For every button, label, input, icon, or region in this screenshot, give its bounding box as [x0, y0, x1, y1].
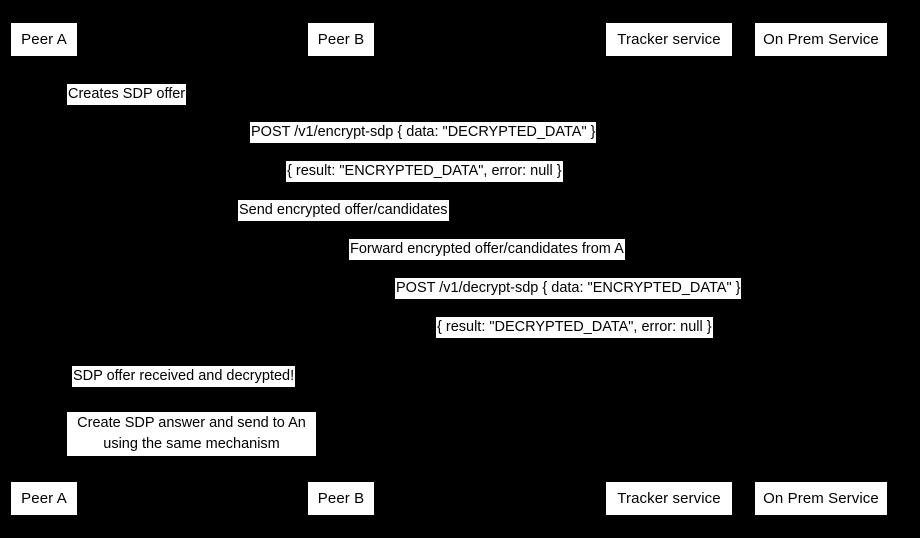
lifeline-tracker-service [669, 57, 670, 481]
message-text-6: POST /v1/decrypt-sdp { data: "ENCRYPTED_… [396, 280, 741, 296]
message-text-9-line2: using the same mechanism [103, 436, 280, 452]
participant-footer-peer-b-label: Peer B [317, 490, 365, 507]
message-text-9-line1: Create SDP answer and send to An [77, 415, 306, 431]
participant-footer-tracker-service-label: Tracker service [617, 490, 721, 507]
lifeline-peer-a [44, 57, 45, 481]
message-label-post-decrypt-sdp[interactable]: POST /v1/decrypt-sdp { data: "ENCRYPTED_… [395, 278, 742, 299]
participant-header-peer-a[interactable]: Peer A [10, 22, 78, 57]
participant-footer-on-prem-service[interactable]: On Prem Service [754, 481, 888, 516]
message-text-8: SDP offer received and decrypted! [73, 368, 295, 384]
participant-header-on-prem-service-label: On Prem Service [763, 31, 879, 48]
participant-header-peer-a-label: Peer A [21, 31, 67, 48]
lifeline-peer-b [341, 57, 342, 481]
participant-footer-tracker-service[interactable]: Tracker service [605, 481, 733, 516]
message-label-post-encrypt-sdp[interactable]: POST /v1/encrypt-sdp { data: "DECRYPTED_… [250, 122, 597, 143]
participant-footer-peer-a-label: Peer A [21, 490, 67, 507]
message-label-creates-sdp-offer[interactable]: Creates SDP offer [67, 84, 187, 105]
message-text-1: Creates SDP offer [68, 86, 186, 102]
message-label-forward-encrypted-offer[interactable]: Forward encrypted offer/candidates from … [349, 239, 625, 260]
participant-header-on-prem-service[interactable]: On Prem Service [754, 22, 888, 57]
participant-header-tracker-service-label: Tracker service [617, 31, 721, 48]
message-text-4: Send encrypted offer/candidates [239, 202, 448, 218]
message-label-create-sdp-answer[interactable]: Create SDP answer and send to An using t… [67, 412, 316, 456]
participant-header-tracker-service[interactable]: Tracker service [605, 22, 733, 57]
participant-header-peer-b-label: Peer B [317, 31, 365, 48]
message-text-2: POST /v1/encrypt-sdp { data: "DECRYPTED_… [251, 124, 596, 140]
message-label-sdp-offer-received[interactable]: SDP offer received and decrypted! [72, 366, 296, 387]
message-label-decrypted-result[interactable]: { result: "DECRYPTED_DATA", error: null … [436, 317, 713, 338]
participant-footer-peer-b[interactable]: Peer B [307, 481, 375, 516]
lifeline-on-prem-service [821, 57, 822, 481]
message-text-5: Forward encrypted offer/candidates from … [350, 241, 624, 257]
message-label-encrypted-result[interactable]: { result: "ENCRYPTED_DATA", error: null … [286, 161, 563, 182]
message-text-7: { result: "DECRYPTED_DATA", error: null … [437, 319, 712, 335]
message-label-send-encrypted-offer[interactable]: Send encrypted offer/candidates [238, 200, 449, 221]
message-text-3: { result: "ENCRYPTED_DATA", error: null … [287, 163, 562, 179]
participant-header-peer-b[interactable]: Peer B [307, 22, 375, 57]
participant-footer-on-prem-service-label: On Prem Service [763, 490, 879, 507]
participant-footer-peer-a[interactable]: Peer A [10, 481, 78, 516]
